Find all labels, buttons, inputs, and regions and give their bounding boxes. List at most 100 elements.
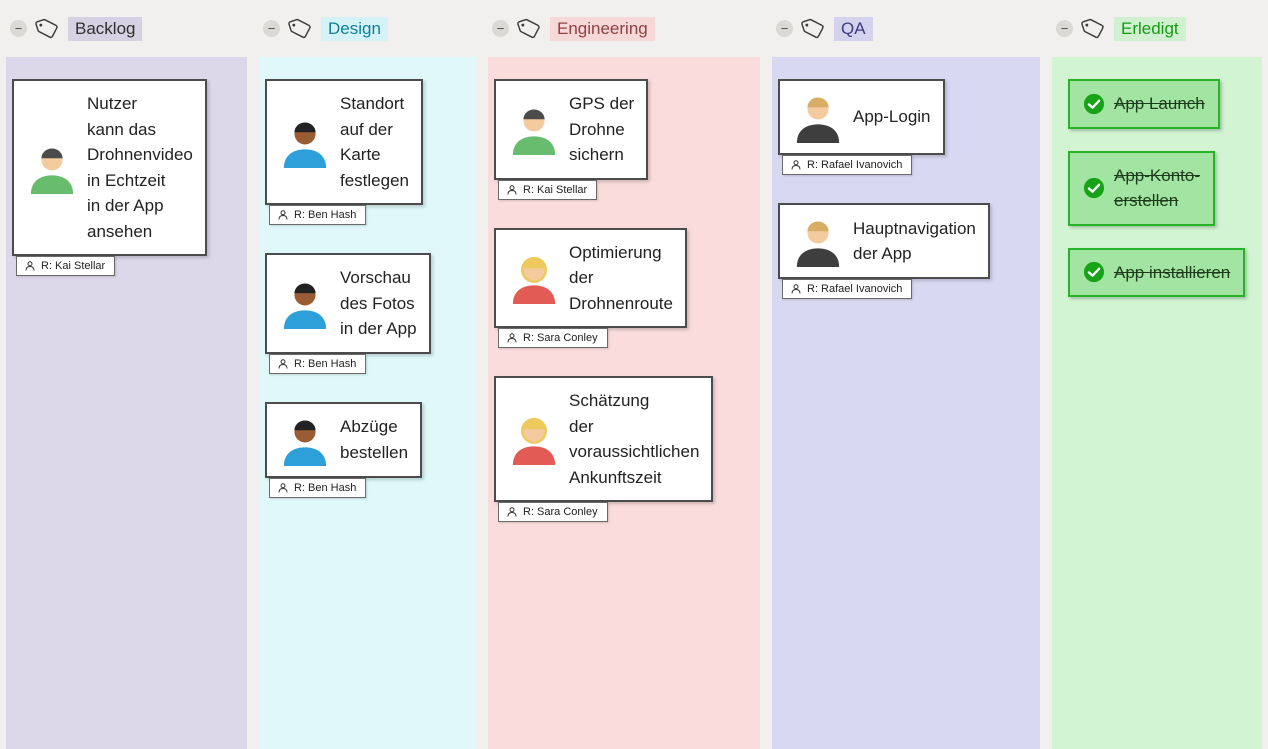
- column-header-erledigt: − Erledigt: [1046, 0, 1268, 57]
- assignee-badge[interactable]: R: Sara Conley: [498, 328, 608, 348]
- card[interactable]: Hauptnavigation der App: [778, 203, 990, 279]
- collapse-column-button[interactable]: −: [10, 20, 27, 37]
- column-body-qa: App-Login R: Rafael Ivanovich: [772, 57, 1040, 749]
- card-group: Nutzer kann das Drohnenvideo in Echtzeit…: [12, 79, 247, 277]
- card-group: Hauptnavigation der App R: Rafael Ivanov…: [778, 203, 1040, 300]
- done-card-title: App installieren: [1114, 262, 1231, 282]
- card[interactable]: Nutzer kann das Drohnenvideo in Echtzeit…: [12, 79, 207, 256]
- card-group: Optimierung der Drohnenroute R: Sara Con…: [494, 227, 760, 350]
- card-group: App-Login R: Rafael Ivanovich: [778, 79, 1040, 176]
- card-group: Schätzung der voraussichtlichen Ankunfts…: [494, 376, 760, 523]
- column-body-engineering: GPS der Drohne sichern R: Kai Stellar: [488, 57, 760, 749]
- column-body-erledigt: App Launch App-Konto- erstellen App inst…: [1052, 57, 1262, 749]
- done-card[interactable]: App Launch: [1068, 79, 1220, 129]
- avatar-rafael-ivanovich: [796, 97, 840, 143]
- avatar-sara-conley: [512, 256, 556, 304]
- avatar-kai-stellar: [30, 148, 74, 194]
- assignee-badge[interactable]: R: Ben Hash: [269, 477, 367, 498]
- column-title[interactable]: Backlog: [68, 16, 143, 41]
- tag-icon: [288, 18, 311, 39]
- column-title[interactable]: Design: [321, 16, 388, 41]
- column-header-engineering: − Engineering: [482, 0, 766, 57]
- card-group: Standort auf der Karte festlegen R: Ben …: [265, 79, 476, 226]
- person-icon: [791, 284, 801, 294]
- assignee-badge[interactable]: R: Kai Stellar: [16, 256, 116, 276]
- assignee-badge[interactable]: R: Ben Hash: [269, 353, 367, 374]
- card-title: Standort auf der Karte festlegen: [340, 94, 409, 190]
- done-card-title: App-Konto- erstellen: [1114, 165, 1200, 211]
- assignee-badge[interactable]: R: Sara Conley: [498, 502, 608, 522]
- assignee-badge[interactable]: R: Kai Stellar: [498, 179, 598, 200]
- collapse-column-button[interactable]: −: [492, 20, 509, 37]
- assignee-badge[interactable]: R: Rafael Ivanovich: [782, 155, 913, 175]
- column-header-design: − Design: [253, 0, 482, 57]
- assignee-name: R: Kai Stellar: [41, 260, 106, 272]
- card[interactable]: GPS der Drohne sichern: [494, 79, 649, 180]
- person-icon: [25, 261, 35, 271]
- column-title[interactable]: QA: [834, 16, 873, 41]
- collapse-column-button[interactable]: −: [1056, 20, 1073, 37]
- card-title: App-Login: [853, 107, 931, 127]
- card-title: GPS der Drohne sichern: [569, 94, 635, 164]
- done-card[interactable]: App installieren: [1068, 247, 1246, 297]
- card-title: Hauptnavigation der App: [853, 218, 976, 264]
- card[interactable]: Vorschau des Fotos in der App: [265, 253, 431, 354]
- person-icon: [278, 482, 288, 493]
- column-design: − Design Standort auf der Karte festlege…: [253, 0, 482, 749]
- card[interactable]: Standort auf der Karte festlegen: [265, 79, 423, 205]
- column-body-backlog: Nutzer kann das Drohnenvideo in Echtzeit…: [6, 57, 247, 749]
- column-title[interactable]: Engineering: [550, 16, 655, 41]
- card[interactable]: Abzüge bestellen: [265, 401, 423, 478]
- person-icon: [278, 358, 288, 369]
- tag-icon: [517, 18, 540, 39]
- assignee-badge[interactable]: R: Rafael Ivanovich: [782, 279, 913, 299]
- collapse-column-button[interactable]: −: [776, 20, 793, 37]
- person-icon: [507, 333, 517, 343]
- tag-icon: [35, 18, 58, 39]
- card-title: Vorschau des Fotos in der App: [340, 268, 417, 338]
- column-erledigt: − Erledigt App Launch App-Konto-: [1046, 0, 1268, 749]
- avatar-ben-hash: [283, 420, 327, 466]
- column-qa: − QA App-Login: [766, 0, 1046, 749]
- assignee-name: R: Ben Hash: [294, 209, 357, 221]
- assignee-name: R: Kai Stellar: [523, 183, 588, 196]
- person-icon: [507, 184, 517, 195]
- avatar-rafael-ivanovich: [796, 221, 840, 267]
- assignee-name: R: Ben Hash: [294, 357, 357, 370]
- check-circle-icon: [1083, 177, 1105, 199]
- card-title: Nutzer kann das Drohnenvideo in Echtzeit…: [87, 94, 193, 241]
- person-icon: [507, 507, 517, 517]
- card-title: Abzüge bestellen: [340, 417, 409, 462]
- card-title: Schätzung der voraussichtlichen Ankunfts…: [569, 391, 700, 487]
- column-header-qa: − QA: [766, 0, 1046, 57]
- assignee-name: R: Ben Hash: [294, 481, 357, 494]
- card-group: GPS der Drohne sichern R: Kai Stellar: [494, 79, 760, 201]
- assignee-badge[interactable]: R: Ben Hash: [269, 205, 367, 225]
- card[interactable]: Optimierung der Drohnenroute: [494, 227, 687, 328]
- assignee-name: R: Sara Conley: [523, 506, 598, 518]
- column-header-backlog: − Backlog: [0, 0, 253, 57]
- assignee-name: R: Sara Conley: [523, 332, 598, 344]
- avatar-ben-hash: [283, 283, 327, 330]
- tag-icon: [1081, 18, 1104, 39]
- column-body-design: Standort auf der Karte festlegen R: Ben …: [259, 57, 476, 749]
- check-circle-icon: [1083, 262, 1105, 283]
- assignee-name: R: Rafael Ivanovich: [807, 283, 903, 295]
- person-icon: [791, 160, 801, 170]
- person-icon: [278, 210, 288, 220]
- tag-icon: [801, 18, 824, 39]
- done-card-title: App Launch: [1114, 94, 1205, 113]
- collapse-column-button[interactable]: −: [263, 20, 280, 37]
- column-backlog: − Backlog Nutzer kann das Drohnenvideo i…: [0, 0, 253, 749]
- assignee-name: R: Rafael Ivanovich: [807, 159, 903, 171]
- card[interactable]: Schätzung der voraussichtlichen Ankunfts…: [494, 376, 714, 502]
- avatar-ben-hash: [283, 122, 327, 168]
- card[interactable]: App-Login: [778, 79, 945, 155]
- card-group: Abzüge bestellen R: Ben Hash: [265, 401, 476, 499]
- avatar-sara-conley: [512, 417, 556, 465]
- check-circle-icon: [1083, 93, 1105, 114]
- done-card[interactable]: App-Konto- erstellen: [1068, 150, 1215, 226]
- column-title[interactable]: Erledigt: [1114, 16, 1186, 41]
- card-title: Optimierung der Drohnenroute: [569, 242, 673, 313]
